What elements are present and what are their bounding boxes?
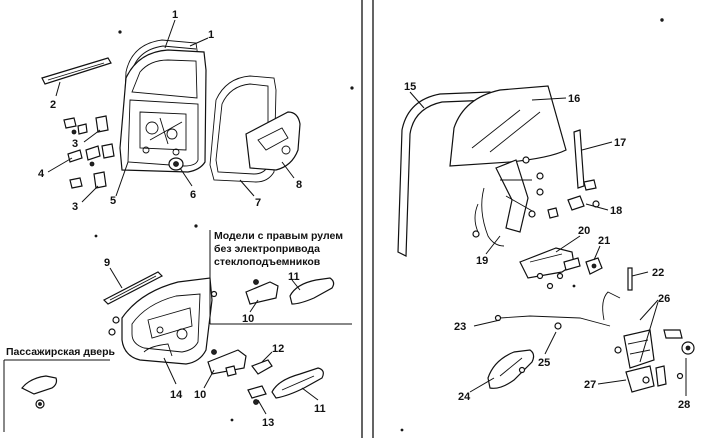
window-regulator [472,156,559,247]
door-latch [625,365,667,393]
door-hinges [63,115,115,189]
note-right-steering-line1: Модели с правым рулем [214,230,343,242]
lock-cable [494,314,611,327]
callout-16: 16 [568,93,580,105]
lock-rod [627,267,633,291]
callout-1b: 1 [208,29,214,41]
callout-12: 12 [272,343,284,355]
callout-5: 5 [110,195,116,207]
scan-speckles [94,18,664,432]
inner-handle-assy-left [207,349,247,377]
callout-11a: 11 [288,271,300,283]
callout-10b: 10 [194,389,206,401]
door-molding-strip [41,57,112,85]
callout-17: 17 [614,137,626,149]
callout-28: 28 [678,399,690,411]
callout-24: 24 [458,391,471,403]
inner-door-handle [487,349,535,389]
leader-lines [47,19,687,415]
key-cylinder [585,257,603,275]
callout-27: 27 [584,379,596,391]
callout-15: 15 [404,81,416,93]
callout-7: 7 [255,197,261,209]
callout-18: 18 [610,205,622,217]
cable-clip [554,322,562,330]
handle-bezel-13 [247,385,267,405]
callout-10a: 10 [242,313,254,325]
callout-19: 19 [476,255,488,267]
right-steering-box: Модели с правым рулем без электропривода… [209,230,352,325]
passenger-door-box: Пассажирская дверь [3,346,116,432]
callout-3a: 3 [72,138,78,150]
door-striker [676,341,695,380]
note-right-steering-line3: стеклоподъемников [214,256,321,268]
door-trim-panel [108,277,218,365]
outer-door-handle [519,247,581,290]
callout-9: 9 [104,257,110,269]
callout-20: 20 [578,225,590,237]
window-belt-molding [102,271,164,305]
callout-26: 26 [658,293,670,305]
callout-22: 22 [652,267,664,279]
rear-channel-bolts [567,195,600,211]
note-right-steering-line2: без электропривода [214,243,320,255]
note-passenger-door: Пассажирская дверь [6,346,116,358]
door-window-glass [449,85,567,167]
callout-2: 2 [50,99,56,111]
callout-14: 14 [170,389,183,401]
callout-8: 8 [296,179,302,191]
callout-1a: 1 [172,9,178,21]
callout-11b: 11 [314,403,326,415]
callout-23: 23 [454,321,466,333]
door-check-strap [168,157,184,171]
callout-21: 21 [598,235,610,247]
screw-cap-12 [251,359,273,375]
callout-25: 25 [538,357,550,369]
callout-13: 13 [262,417,274,429]
inner-handle-cover-left [271,367,324,399]
door-frame [119,49,207,173]
callout-3b: 3 [72,201,78,213]
rear-glass-run [573,129,597,191]
callout-4: 4 [38,168,45,180]
callout-6: 6 [190,189,196,201]
callout-numbers: 1 1 2 3 4 3 5 6 7 8 9 10 11 14 10 12 13 … [38,9,690,429]
door-trim-panel-upper [245,111,301,171]
